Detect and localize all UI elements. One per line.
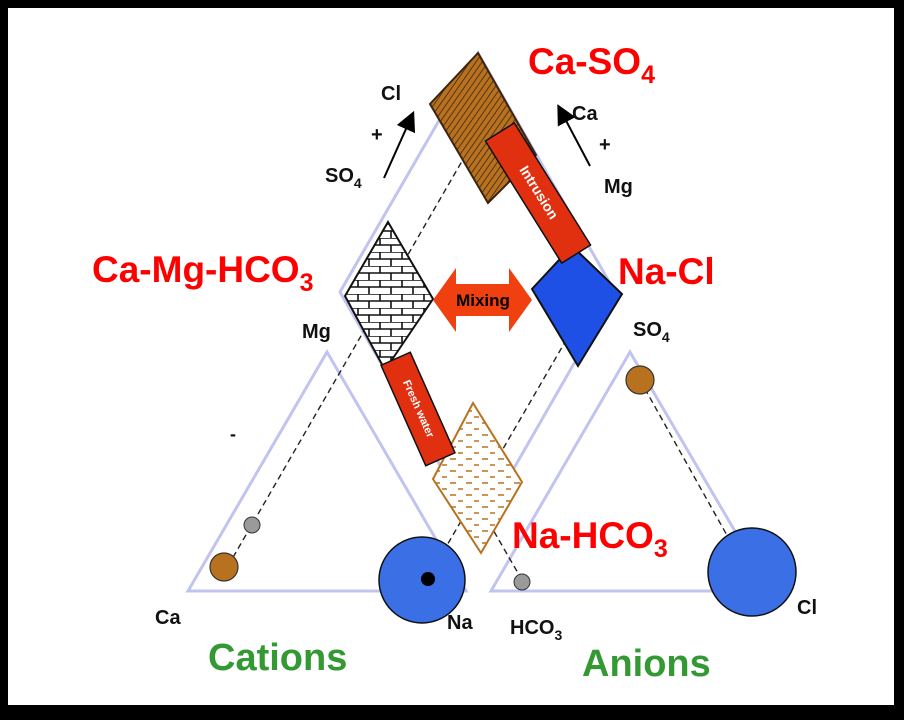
mixing-label: Mixing <box>456 291 510 310</box>
anion-triangle <box>488 349 773 593</box>
na-sample-dot <box>421 572 435 586</box>
anions-title: Anions <box>582 643 711 685</box>
arrow-left-so4-label: SO4 <box>325 165 362 191</box>
right-arrow <box>557 104 591 167</box>
hco3-vertex-label: HCO3 <box>510 617 562 643</box>
cation-triangle <box>185 349 469 593</box>
mg-vertex-label: Mg <box>302 321 331 343</box>
na-cl-diamond <box>530 244 624 368</box>
arrow-left-plus: + <box>371 124 383 146</box>
hco3-gray-dot <box>513 573 531 591</box>
arrow-right-plus: + <box>599 134 611 156</box>
cl-sample-circle <box>707 527 797 617</box>
na-cl-label: Na-Cl <box>618 251 715 292</box>
na-hco3-label: Na-HCO3 <box>512 515 668 563</box>
cl-vertex-label: Cl <box>797 597 817 619</box>
intrusion-box: Intrusion <box>484 121 592 265</box>
left-arrow <box>383 110 416 179</box>
ca-vertex-label: Ca <box>155 607 181 629</box>
mg-gray-dot <box>243 516 261 534</box>
so4-sample-circle <box>625 365 655 395</box>
minus-mark: - <box>230 424 236 444</box>
arrow-right-ca-label: Ca <box>572 103 598 125</box>
cations-title: Cations <box>208 637 347 679</box>
arrow-left-cl-label: Cl <box>381 83 401 105</box>
so4-vertex-label: SO4 <box>633 319 670 345</box>
ca-sample-circle <box>209 552 239 582</box>
mixing-arrow: Mixing <box>433 268 532 332</box>
ca-mg-hco3-label: Ca-Mg-HCO3 <box>92 249 314 297</box>
arrow-right-mg-label: Mg <box>604 176 633 198</box>
na-vertex-label: Na <box>447 612 473 634</box>
ca-so4-label: Ca-SO4 <box>528 41 655 89</box>
